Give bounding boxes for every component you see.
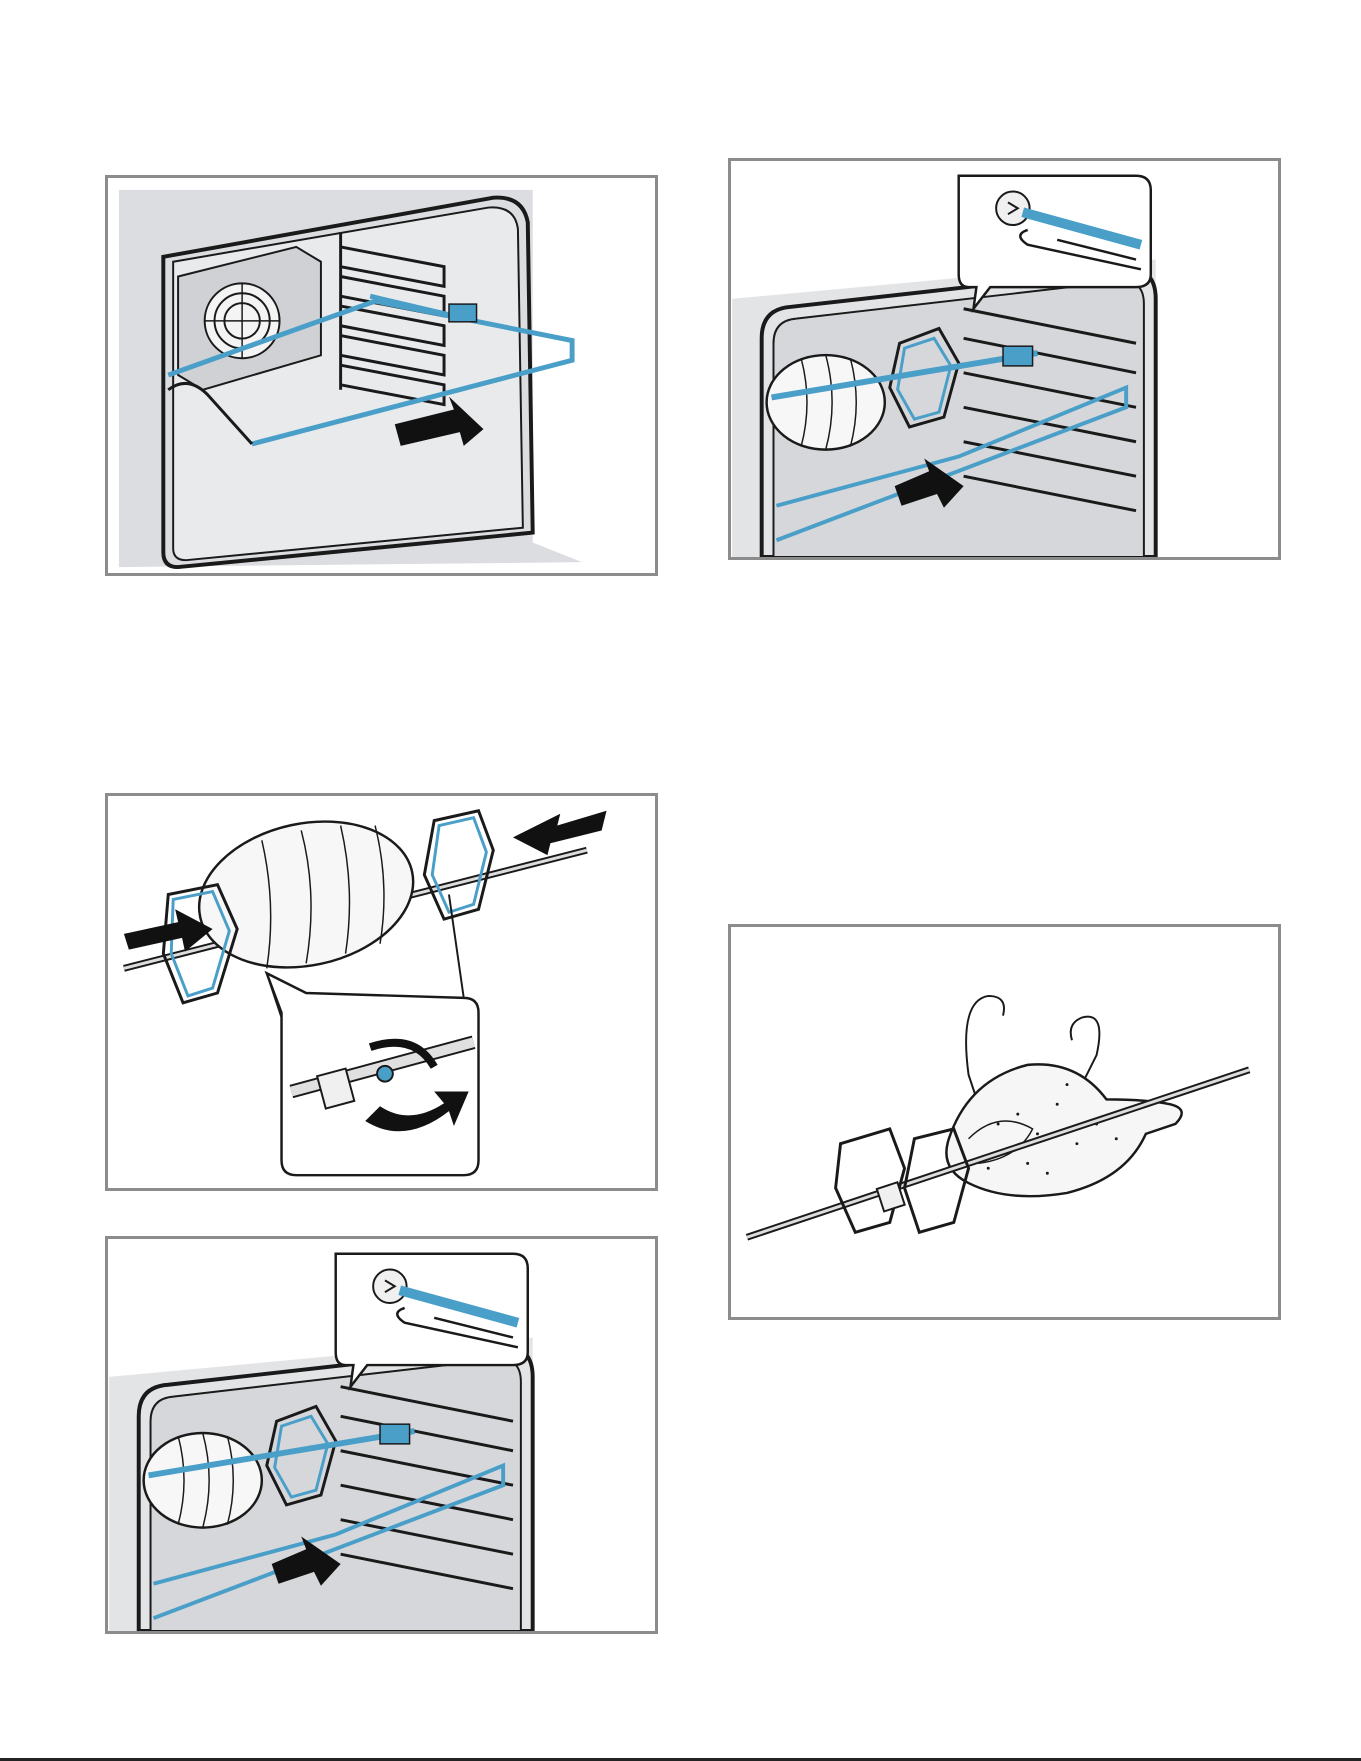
illustration-rotisserie-fasten-forks — [105, 793, 658, 1191]
illustration-oven-rack-insert — [105, 175, 658, 576]
rotisserie-fasten-forks-icon — [108, 796, 655, 1188]
rotisserie-poultry-icon — [731, 927, 1278, 1317]
illustration-rotisserie-poultry — [728, 924, 1281, 1320]
illustration-rotisserie-insert-bottom — [105, 1236, 658, 1634]
oven-rack-insert-icon — [108, 178, 655, 573]
rotisserie-roast-insert-icon — [731, 161, 1278, 557]
rotisserie-roast-insert-icon-2 — [108, 1239, 655, 1631]
illustration-rotisserie-insert-top — [728, 158, 1281, 560]
